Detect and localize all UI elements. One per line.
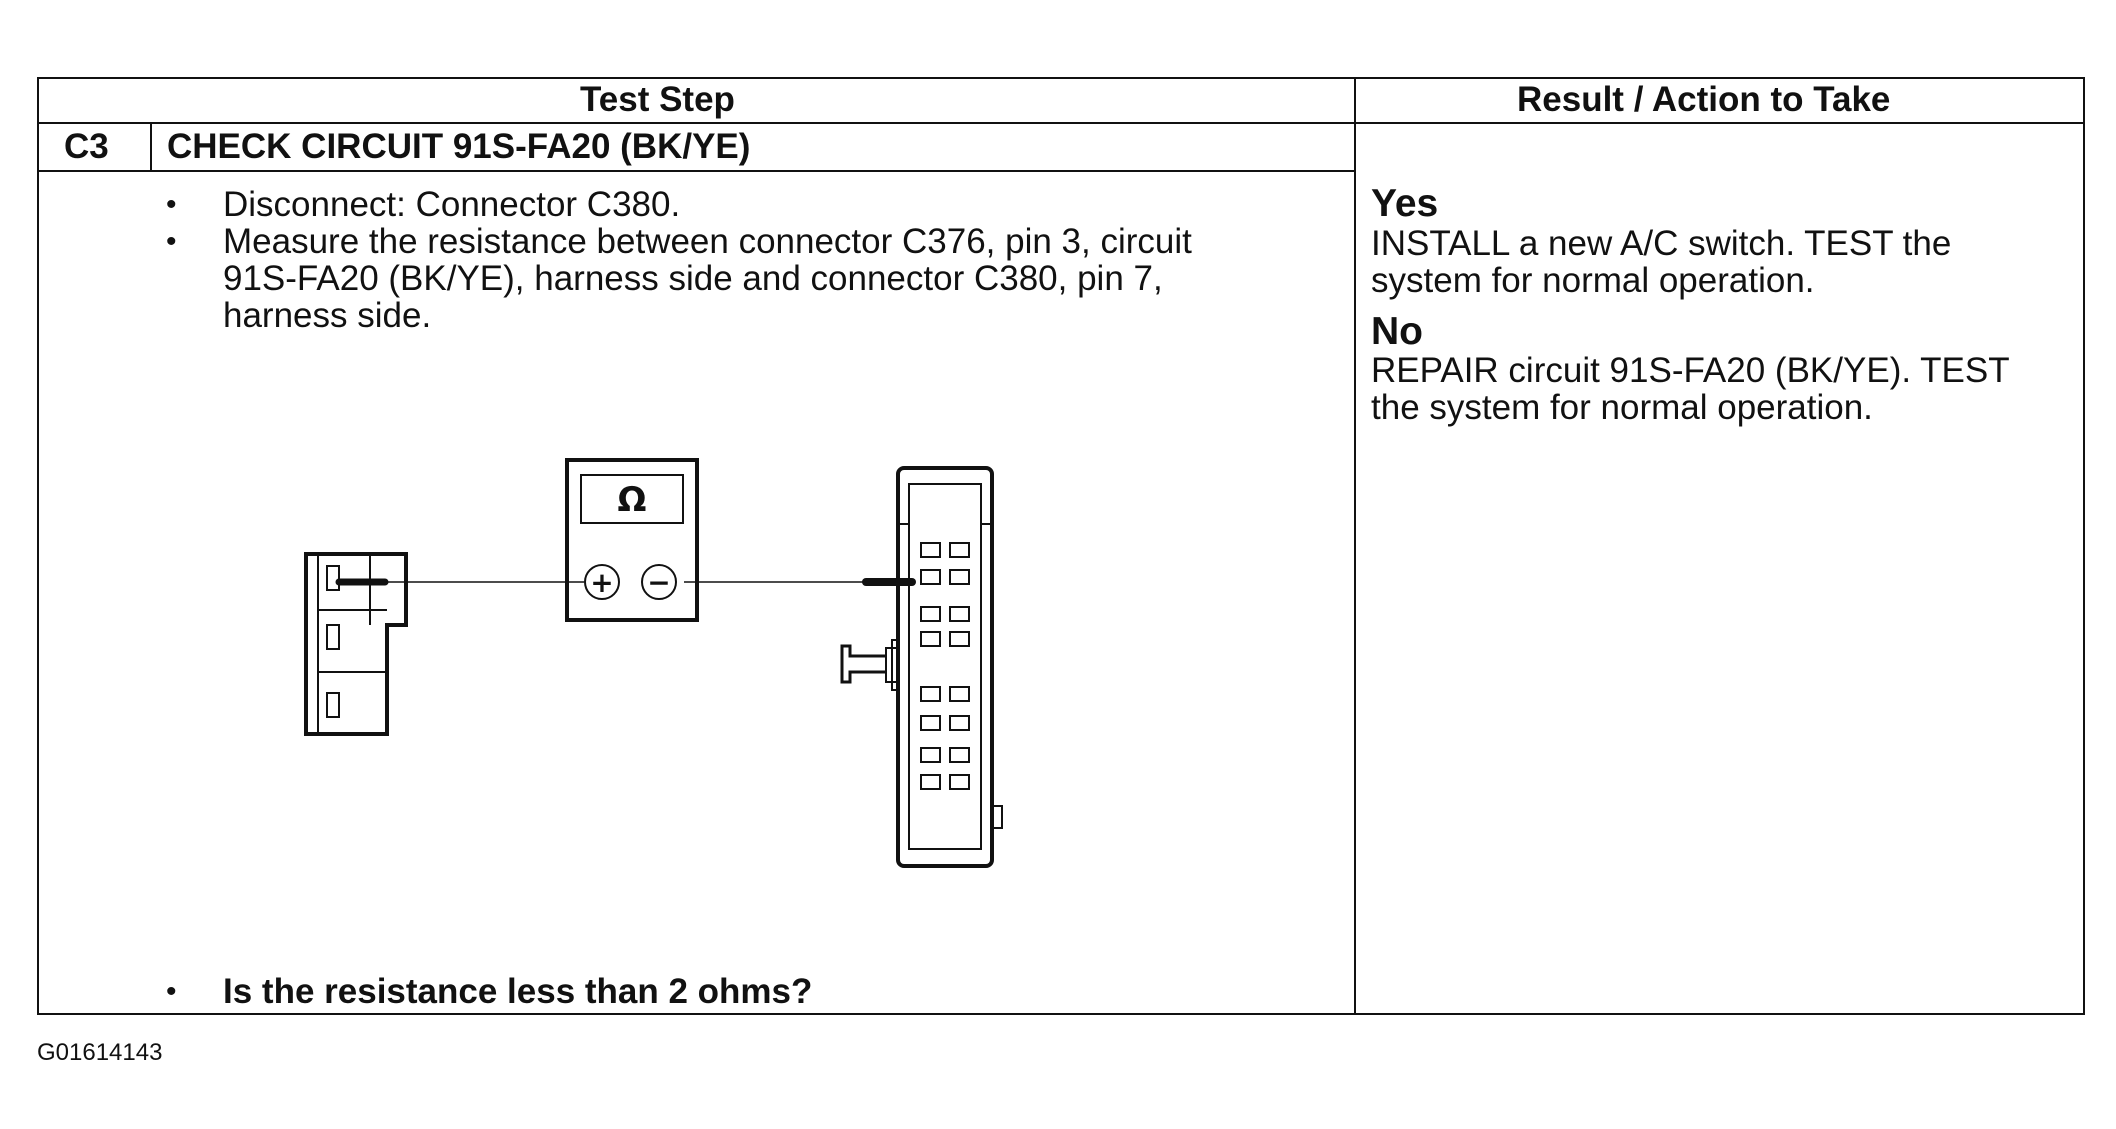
bullet-dot: • <box>166 225 177 258</box>
header-divider <box>37 122 2085 124</box>
result-no-line-2: the system for normal operation. <box>1371 388 1873 427</box>
ohm-symbol: Ω <box>618 480 647 520</box>
instruction-measure-line-1: Measure the resistance between connector… <box>223 222 1192 261</box>
ohmmeter <box>565 458 699 622</box>
header-result-action: Result / Action to Take <box>1517 80 1891 119</box>
result-no-title: No <box>1371 310 1423 353</box>
question: Is the resistance less than 2 ohms? <box>223 972 813 1011</box>
minus-terminal-icon: − <box>647 566 670 599</box>
step-title: CHECK CIRCUIT 91S-FA20 (BK/YE) <box>167 127 751 166</box>
bullet-dot: • <box>166 975 177 1008</box>
header-test-step: Test Step <box>580 80 735 119</box>
plus-terminal-icon: + <box>590 566 613 599</box>
instruction-measure-line-2: 91S-FA20 (BK/YE), harness side and conne… <box>223 259 1163 298</box>
instruction-measure-line-3: harness side. <box>223 296 432 335</box>
procedure-table <box>37 77 2085 1015</box>
bullet-dot: • <box>166 188 177 221</box>
result-yes-title: Yes <box>1371 182 1439 225</box>
step-title-divider <box>37 170 1356 172</box>
step-id: C3 <box>64 127 109 166</box>
instruction-disconnect: Disconnect: Connector C380. <box>223 185 681 224</box>
connector-c380 <box>840 466 1003 868</box>
figure-id: G01614143 <box>37 1039 163 1066</box>
connector-c376 <box>304 552 408 736</box>
result-yes-line-1: INSTALL a new A/C switch. TEST the <box>1371 224 1952 263</box>
column-divider <box>1354 77 1356 1015</box>
result-no-line-1: REPAIR circuit 91S-FA20 (BK/YE). TEST <box>1371 351 2010 390</box>
result-yes-line-2: system for normal operation. <box>1371 261 1815 300</box>
step-id-divider <box>150 122 152 171</box>
